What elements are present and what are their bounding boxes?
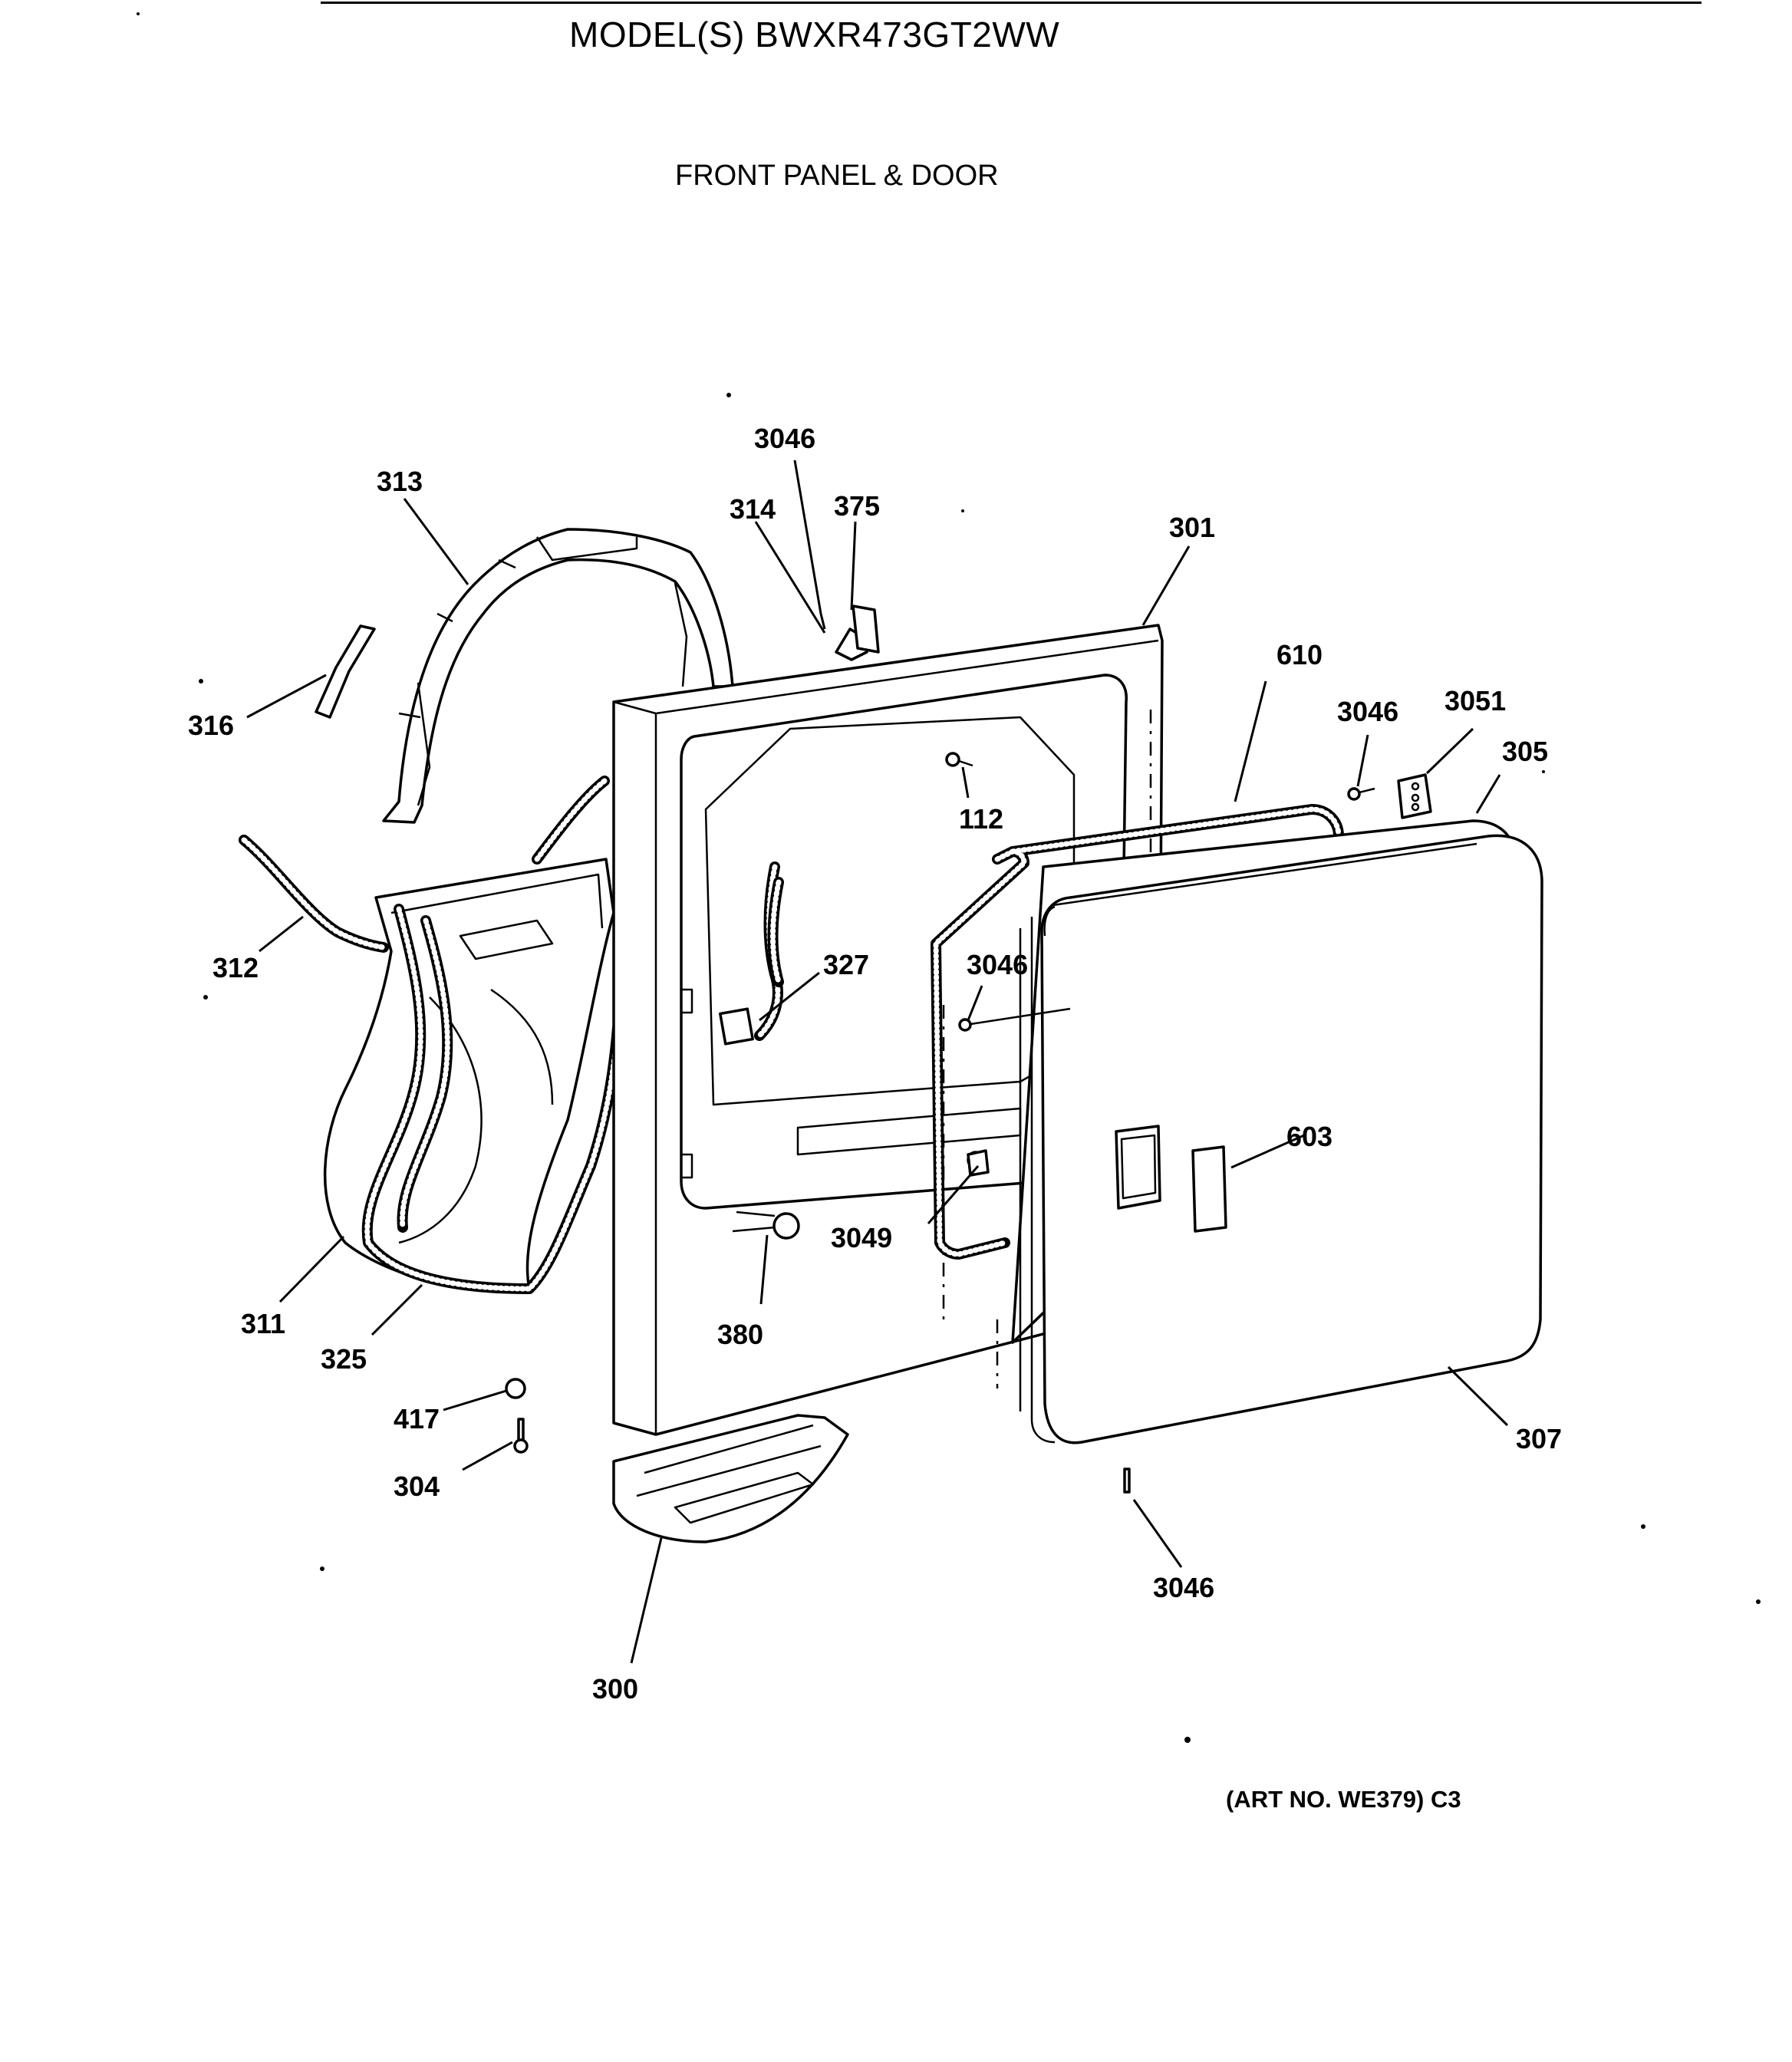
section-title: FRONT PANEL & DOOR	[675, 160, 999, 192]
callout-316: 316	[188, 710, 234, 741]
part-307-door	[958, 834, 1543, 1494]
callout-610: 610	[1276, 639, 1323, 670]
callout-314: 314	[730, 493, 776, 525]
part-300-toe-panel	[612, 1414, 849, 1543]
callout-112: 112	[959, 803, 1003, 835]
part-610-door-seal	[931, 804, 1344, 1260]
callout-3046-top: 3046	[754, 423, 815, 454]
part-417-nut	[505, 1378, 526, 1399]
callout-301: 301	[1169, 512, 1215, 543]
callout-325: 325	[321, 1343, 367, 1375]
callout-3046-hinge: 3046	[1337, 696, 1398, 727]
callout-307: 307	[1516, 1423, 1562, 1454]
part-3051-hinge	[1347, 773, 1432, 819]
callout-313: 313	[377, 466, 423, 497]
callout-417: 417	[394, 1403, 440, 1435]
part-3049-bracket	[967, 1149, 990, 1177]
scan-specks	[137, 12, 1761, 1743]
callout-labels: 3046 313 314 375 301 610 3046 3051 305 3…	[188, 423, 1562, 1705]
part-316-strip	[315, 624, 376, 719]
callout-380: 380	[717, 1319, 763, 1350]
callout-304: 304	[394, 1471, 440, 1502]
callout-3049: 3049	[831, 1222, 892, 1253]
alignment-lines	[942, 710, 1152, 1388]
callout-300: 300	[592, 1673, 638, 1705]
callout-311: 311	[241, 1308, 285, 1339]
callout-375: 375	[834, 490, 880, 522]
callout-3051: 3051	[1444, 685, 1506, 716]
callout-327: 327	[823, 949, 869, 980]
callout-3046-door: 3046	[967, 949, 1028, 980]
part-304-screw	[513, 1418, 529, 1454]
header-rule	[321, 2, 1701, 4]
callout-603: 603	[1286, 1121, 1332, 1152]
leader-lines	[246, 460, 1509, 1664]
model-title: MODEL(S) BWXR473GT2WW	[569, 15, 1060, 54]
art-number: (ART NO. WE379) C3	[1226, 1786, 1461, 1813]
part-325-duct-seal	[361, 904, 623, 1294]
callout-305: 305	[1502, 736, 1548, 767]
part-312-drum-felt-seal	[239, 776, 610, 953]
callout-312: 312	[212, 952, 259, 983]
callout-3046-bottom: 3046	[1153, 1572, 1214, 1603]
